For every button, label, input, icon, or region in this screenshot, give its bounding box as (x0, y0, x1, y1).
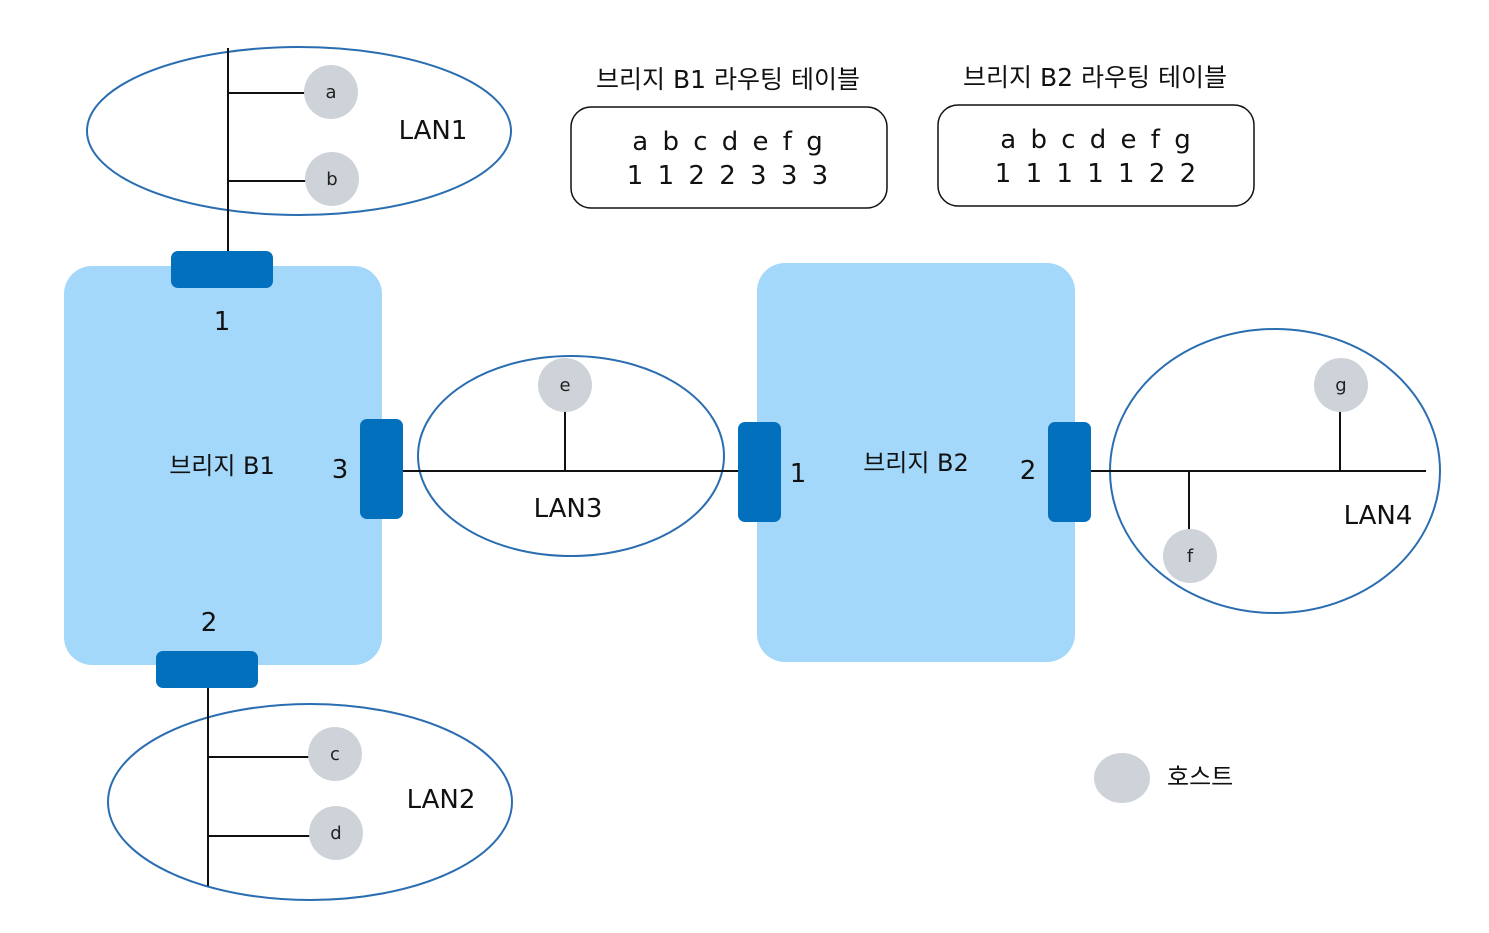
lan2: LAN2 (107, 680, 513, 901)
bridge-b1 (64, 266, 382, 665)
routing-table-b2: 브리지 B2 라우팅 테이블 a b c d e f g 1 1 1 1 1 2… (937, 63, 1255, 207)
host-b-label: b (326, 169, 337, 190)
host-d-circle (309, 806, 363, 860)
routing-table-b2-title: 브리지 B2 라우팅 테이블 (963, 63, 1227, 92)
bridge-b2-port-2-label: 2 (1020, 456, 1037, 486)
host-f: f (1163, 529, 1217, 583)
host-g-label: g (1335, 375, 1346, 396)
lan3-label: LAN3 (534, 494, 603, 524)
host-e: e (538, 358, 592, 412)
host-a: a (304, 65, 358, 119)
bridge-b1-label: 브리지 B1 (169, 452, 275, 480)
lan3-ellipse (417, 355, 725, 557)
host-f-label: f (1187, 546, 1194, 567)
bridge-b1-port-3 (360, 419, 403, 519)
lan2-ellipse (107, 703, 513, 901)
lan4-label: LAN4 (1344, 501, 1413, 531)
host-e-circle (538, 358, 592, 412)
host-d: d (309, 806, 363, 860)
host-d-label: d (330, 823, 341, 844)
legend: 호스트 (1094, 753, 1233, 803)
routing-table-b1-hosts-row: a b c d e f g (632, 127, 825, 157)
bridge-b1-port-1 (171, 251, 273, 288)
host-c-circle (308, 727, 362, 781)
routing-table-b1-title: 브리지 B1 라우팅 테이블 (596, 65, 860, 94)
bridge-b1-port-3-label: 3 (332, 455, 349, 485)
routing-table-b2-ports-row: 1 1 1 1 1 2 2 (995, 159, 1199, 189)
host-g-circle (1314, 358, 1368, 412)
bridge-b2-port-1 (738, 422, 781, 522)
routing-table-b1-box (570, 106, 888, 209)
host-g: g (1314, 358, 1368, 412)
lan4: LAN4 (1088, 328, 1441, 614)
bridge-b1-port-2 (156, 651, 258, 688)
routing-table-b2-box (937, 104, 1255, 207)
lan2-label: LAN2 (407, 785, 476, 815)
bridge-b2-port-2 (1048, 422, 1091, 522)
bridge-b2-label: 브리지 B2 (863, 449, 969, 477)
lan1: LAN1 (86, 46, 512, 258)
host-c-label: c (330, 744, 340, 765)
host-b: b (305, 152, 359, 206)
lan1-label: LAN1 (399, 116, 468, 146)
host-e-label: e (559, 375, 570, 396)
lan3: LAN3 (400, 355, 742, 557)
legend-host-label: 호스트 (1167, 763, 1233, 791)
host-c: c (308, 727, 362, 781)
routing-table-b1: 브리지 B1 라우팅 테이블 a b c d e f g 1 1 2 2 3 3… (570, 65, 888, 209)
bridge-b1-port-2-label: 2 (201, 608, 218, 638)
host-b-circle (305, 152, 359, 206)
bridge-b1-port-1-label: 1 (214, 307, 231, 337)
lan1-ellipse (86, 46, 512, 216)
host-f-circle (1163, 529, 1217, 583)
routing-table-b1-ports-row: 1 1 2 2 3 3 3 (627, 161, 831, 191)
host-a-circle (304, 65, 358, 119)
bridge-b2 (757, 263, 1075, 662)
host-a-label: a (325, 82, 336, 103)
legend-host-symbol (1094, 753, 1150, 803)
routing-table-b2-hosts-row: a b c d e f g (1000, 125, 1193, 155)
bridge-b2-port-1-label: 1 (790, 459, 807, 489)
